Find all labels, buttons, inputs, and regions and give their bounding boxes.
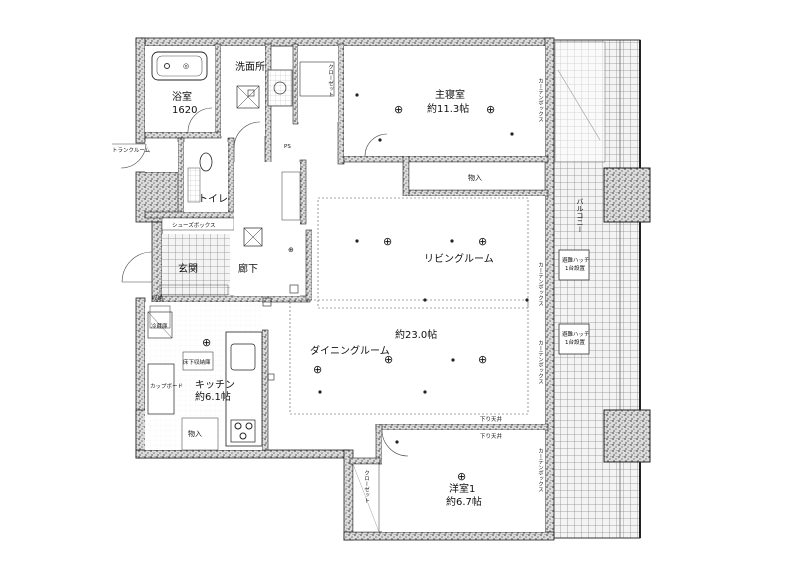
- balcony: 避難ハッチ 1台設置 避難ハッチ 1台設置 バルコニー: [552, 39, 651, 539]
- evac-hatch-1-label: 避難ハッチ: [562, 256, 590, 264]
- bath-label: 浴室: [172, 90, 192, 103]
- balcony-partition-top: [554, 41, 606, 163]
- hallway-label: 廊下: [238, 262, 258, 275]
- living-dining: リビングルーム 約23.0帖 ダイニングルーム ⊕ ⊕ ⊕ ⊕ ⊕ カーテンボッ…: [289, 196, 545, 424]
- walk-in-closet: クローゼット: [298, 46, 338, 122]
- balcony-column-bottom: [603, 409, 651, 463]
- washroom: 洗面所: [221, 46, 293, 136]
- drop-ceiling-label: 下り天井: [480, 415, 503, 423]
- evac-hatch-2-sub: 1台設置: [565, 338, 585, 346]
- ldk-area: 約23.0帖: [395, 328, 437, 341]
- misc-details: 収納 PS: [149, 89, 299, 381]
- bath-ctrl-icon: ◎: [183, 62, 189, 70]
- gas-meter-label: 収納: [152, 294, 164, 302]
- light-icon: ⊕: [486, 103, 495, 116]
- master-closet: 物入: [408, 161, 546, 191]
- entrance: 玄関: [121, 234, 230, 296]
- vanity-sink: [267, 69, 293, 107]
- master-bedroom-name: 主寝室: [435, 88, 465, 101]
- floor-storage: [182, 351, 214, 371]
- kitchen-closet-label: 物入: [188, 429, 202, 438]
- kitchen: カップボード 冷蔵庫 床下収納庫 キッチン 約6.1帖 ⊕ 物入: [145, 302, 263, 451]
- light-icon: ⊕: [478, 235, 487, 248]
- cupboard: [147, 363, 175, 415]
- light-icon: ⊕: [202, 336, 211, 349]
- evac-hatch-2-label: 避難ハッチ: [562, 330, 590, 338]
- light-icon: ⊕: [288, 246, 294, 254]
- western-room-area: 約6.7帖: [446, 495, 482, 508]
- trunk-room: トランクルーム: [112, 142, 178, 172]
- refrigerator-label: 冷蔵庫: [151, 322, 168, 330]
- drop-ceiling-label-2: 下り天井: [480, 432, 503, 440]
- bathroom: ◎ 浴室 1620: [145, 46, 215, 133]
- dining-label: ダイニングルーム: [310, 344, 390, 357]
- shoe-box-label: シューズボックス: [172, 221, 216, 229]
- toilet-label: トイレ: [198, 194, 228, 205]
- light-icon: ⊕: [384, 353, 393, 366]
- living-label: リビングルーム: [424, 252, 494, 265]
- kitchen-area: 約6.1帖: [195, 390, 231, 403]
- pipe-space-label: PS: [284, 144, 291, 150]
- master-closet-label: 物入: [468, 173, 482, 182]
- light-icon: ⊕: [478, 353, 487, 366]
- entrance-label: 玄関: [178, 262, 198, 275]
- light-icon: ⊕: [383, 235, 392, 248]
- washroom-label: 洗面所: [235, 61, 265, 73]
- bathtub: [151, 51, 208, 81]
- light-icon: ⊕: [313, 363, 322, 376]
- western-closet-label: クローゼット: [363, 470, 370, 504]
- curtain-box-label-3: カーテンボックス: [537, 340, 544, 385]
- kitchen-label: キッチン: [195, 379, 235, 391]
- hallway: 廊下 ⊕: [233, 121, 319, 296]
- interior-walls: [144, 43, 549, 465]
- western-room-name: 洋室1: [449, 482, 475, 495]
- toilet: トイレ: [184, 142, 228, 212]
- light-icon: ⊕: [394, 103, 403, 116]
- light-icon: ⊕: [457, 470, 466, 483]
- master-bedroom: 主寝室 約11.3帖 ⊕ ⊕ カーテンボックス: [344, 46, 545, 157]
- trunk-room-label: トランクルーム: [112, 147, 151, 154]
- evac-hatch-2: [558, 323, 590, 355]
- stove: [230, 419, 256, 443]
- cupboard-label: カップボード: [150, 382, 183, 390]
- toilet-bowl-icon: [199, 152, 213, 172]
- evac-hatch-1-sub: 1台設置: [565, 264, 585, 272]
- evac-hatch-1: [558, 249, 590, 281]
- curtain-box-label-2: カーテンボックス: [537, 262, 544, 307]
- balcony-partition-line: [557, 69, 601, 141]
- western-room-1: 洋室1 約6.7帖 ⊕ 下り天井 カーテンボックス: [381, 429, 545, 532]
- bath-size: 1620: [172, 105, 197, 116]
- balcony-column-top: [603, 167, 651, 223]
- western-closet: クローゼット: [352, 463, 380, 533]
- shoe-box: シューズボックス: [161, 217, 235, 231]
- master-bedroom-area: 約11.3帖: [427, 102, 469, 115]
- curtain-box-label-4: カーテンボックス: [537, 448, 544, 493]
- curtain-box-label: カーテンボックス: [537, 78, 544, 123]
- floor-storage-label: 床下収納庫: [183, 358, 211, 366]
- wic-label: クローゼット: [327, 64, 334, 98]
- kitchen-sink: [230, 343, 256, 371]
- balcony-label: バルコニー: [576, 198, 584, 233]
